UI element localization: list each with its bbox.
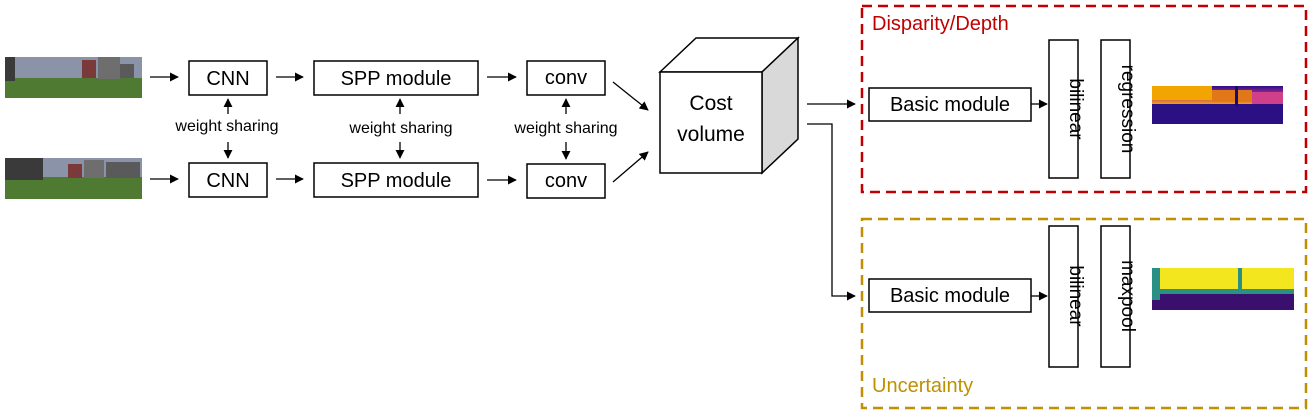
arrow-conv-cost-top bbox=[612, 81, 649, 111]
disparity-bilinear-box bbox=[1048, 39, 1079, 179]
conv-label-top: conv bbox=[545, 67, 587, 89]
conv-box-top bbox=[526, 60, 606, 96]
uncertainty-basic-module-box bbox=[868, 278, 1032, 313]
cost-volume-label-line2: volume bbox=[677, 123, 745, 146]
disparity-branch-frame bbox=[860, 4, 1308, 194]
spp-label-top: SPP module bbox=[341, 68, 452, 90]
cost-volume-label-line1: Cost bbox=[689, 92, 732, 115]
uncertainty-maxpool-label: maxpool bbox=[1117, 260, 1138, 332]
uncertainty-bilinear-box bbox=[1048, 225, 1079, 368]
spp-box-bottom bbox=[313, 162, 479, 198]
conv-box-bottom bbox=[526, 163, 606, 199]
conv-label-bottom: conv bbox=[545, 170, 587, 192]
disparity-basic-module-label: Basic module bbox=[890, 94, 1010, 116]
disparity-bilinear-label: bilinear bbox=[1065, 78, 1086, 140]
disparity-regression-box bbox=[1100, 39, 1131, 179]
disparity-regression-label: regression bbox=[1117, 65, 1138, 154]
weight-sharing-label-2: weight sharing bbox=[348, 120, 452, 137]
spp-box-top bbox=[313, 60, 479, 96]
uncertainty-maxpool-box bbox=[1100, 225, 1131, 368]
uncertainty-bilinear-label: bilinear bbox=[1065, 265, 1086, 327]
uncertainty-basic-module-label: Basic module bbox=[890, 285, 1010, 307]
right-input-image bbox=[5, 158, 142, 199]
cnn-box-bottom bbox=[188, 162, 268, 198]
spp-label-bottom: SPP module bbox=[341, 170, 452, 192]
arrow-conv-cost-bottom bbox=[612, 151, 649, 183]
disparity-output-image bbox=[1152, 86, 1283, 124]
cnn-label-bottom: CNN bbox=[206, 170, 249, 192]
weight-sharing-label-1: weight sharing bbox=[174, 118, 278, 135]
left-input-image bbox=[5, 57, 142, 98]
uncertainty-branch-title: Uncertainty bbox=[872, 375, 973, 397]
arrow-cost-uncertainty bbox=[807, 123, 856, 301]
cnn-box-top bbox=[188, 60, 268, 96]
uncertainty-branch-frame bbox=[860, 217, 1308, 410]
weight-sharing-label-3: weight sharing bbox=[513, 120, 617, 137]
uncertainty-output-image bbox=[1152, 268, 1294, 310]
cost-volume-cube bbox=[658, 36, 800, 175]
cnn-label-top: CNN bbox=[206, 68, 249, 90]
disparity-branch-title: Disparity/Depth bbox=[872, 13, 1009, 35]
